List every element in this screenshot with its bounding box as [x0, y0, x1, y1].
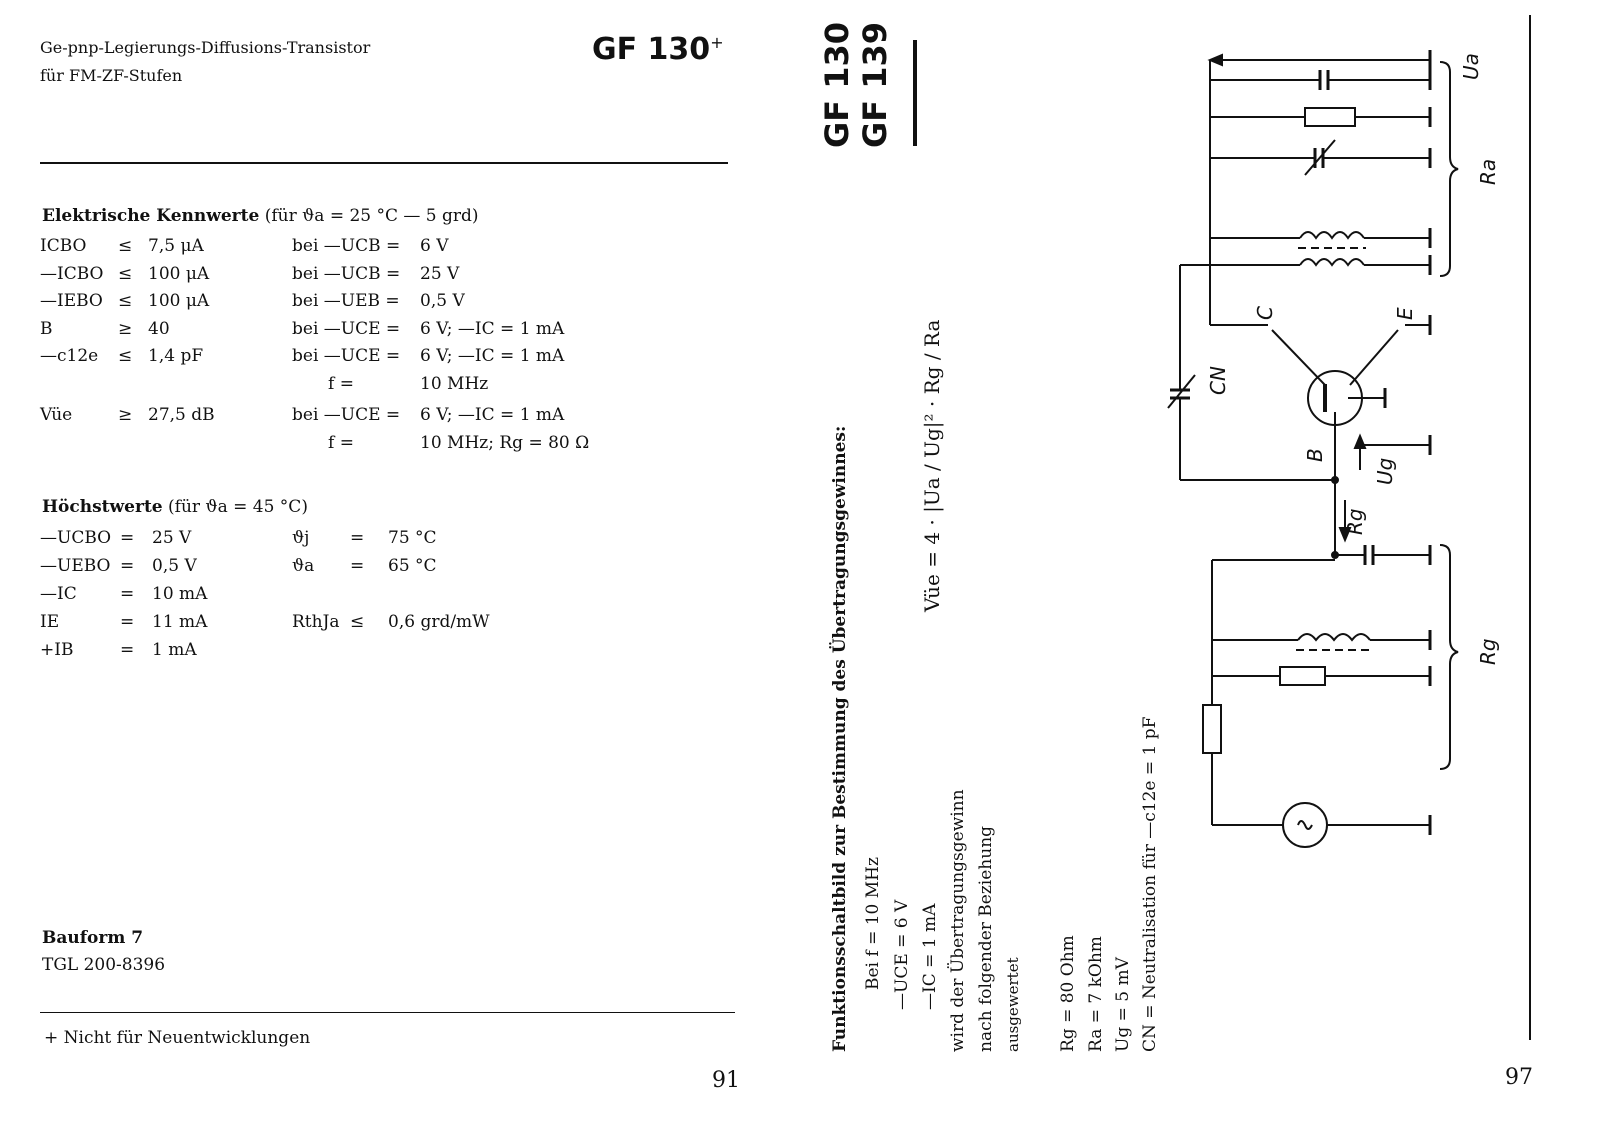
param-condition-value: 10 MHz [420, 373, 489, 394]
param-value: 1 mA [152, 640, 197, 660]
param-condition: bei —UCB = [292, 263, 401, 284]
param-operator: = [120, 612, 135, 632]
footnote-rule [40, 1012, 735, 1013]
param-operator: = [120, 556, 135, 576]
param-condition: bei —UCE = [292, 346, 401, 366]
param-condition-value: 6 V; —IC = 1 mA [420, 318, 565, 339]
param-condition-value: 6 V; —IC = 1 mA [420, 346, 565, 366]
param-name: ICBO [40, 236, 87, 256]
param-name: —UEBO [40, 556, 111, 576]
subtitle-line-1: Ge-pnp-Legierungs-Diffusions-Transistor [40, 38, 371, 57]
param-name: IE [40, 612, 60, 632]
type-mark: + [710, 33, 724, 52]
arrow-icon [1207, 53, 1223, 67]
param-operator: ≤ [118, 346, 133, 366]
param-operator: ≤ [118, 263, 133, 284]
param-operator-2: = [350, 556, 365, 576]
param-value: 100 μA [148, 291, 210, 311]
param-condition: bei —UCE = [292, 405, 401, 425]
param-operator-2: ≤ [350, 612, 365, 632]
param-condition: bei —UEB = [292, 291, 400, 311]
param-value: 40 [148, 318, 170, 339]
param-name: —c12e [40, 346, 99, 366]
param-value: 10 mA [152, 584, 208, 604]
param-operator: ≤ [118, 291, 133, 311]
param-condition: f = [328, 373, 354, 394]
param-operator: ≥ [118, 405, 133, 425]
page-number-left: 91 [712, 1068, 740, 1093]
label-b: B [1303, 448, 1327, 462]
param-name: —UCBO [40, 528, 112, 548]
param-value: 1,4 pF [148, 346, 204, 366]
param-operator: ≤ [118, 236, 133, 256]
param-value-2: 0,6 grd/mW [388, 612, 490, 632]
title-bar [913, 40, 917, 146]
label-c: C [1253, 306, 1277, 320]
label-rg: Rg [1476, 638, 1500, 665]
param-value: 25 V [152, 528, 192, 548]
param-condition: f = [328, 432, 354, 453]
inductor-icon [1299, 231, 1365, 240]
param-name: Vüe [40, 405, 73, 425]
param-name-2: RthJa [292, 612, 340, 632]
param-condition: bei —UCE = [292, 318, 401, 339]
brace-ra [1439, 61, 1459, 277]
bauform: Bauform 7 [42, 928, 144, 948]
param-condition-value: 6 V; —IC = 1 mA [420, 405, 565, 425]
maximum-heading-cond: (für ϑa = 45 °C) [168, 497, 308, 517]
page-number-right: 97 [1505, 1065, 1533, 1090]
label-rg-arrow: Rg [1343, 508, 1367, 535]
electrical-heading-cond: (für ϑa = 25 °C — 5 grd) [264, 206, 479, 226]
param-name: B [40, 318, 53, 339]
param-name-2: ϑj [292, 528, 310, 548]
type-title: GF 130+ [592, 32, 724, 67]
label-ua: Ua [1459, 53, 1483, 80]
param-value: 11 mA [152, 612, 208, 632]
resistor-icon [1304, 107, 1356, 127]
param-name: +IB [40, 640, 74, 660]
param-name-2: ϑa [292, 556, 315, 576]
tgl-standard: TGL 200-8396 [42, 955, 166, 975]
label-e: E [1393, 307, 1417, 320]
type-title-text: GF 130 [592, 32, 711, 67]
subtitle-line-2: für FM-ZF-Stufen [40, 66, 183, 85]
param-name: —IC [40, 584, 77, 604]
label-ug: Ug [1373, 458, 1397, 485]
param-value: 27,5 dB [148, 405, 215, 425]
param-operator: = [120, 528, 135, 548]
param-condition: bei —UCB = [292, 236, 401, 256]
param-operator: = [120, 584, 135, 604]
param-condition-value: 10 MHz; Rg = 80 Ω [420, 432, 590, 453]
param-operator: ≥ [118, 318, 133, 339]
param-value-2: 65 °C [388, 556, 437, 576]
electrical-heading: Elektrische Kennwerte (für ϑa = 25 °C — … [42, 206, 479, 226]
param-value-2: 75 °C [388, 528, 437, 548]
param-name: —ICBO [40, 263, 104, 284]
param-value: 0,5 V [152, 556, 197, 576]
brace-rg [1439, 544, 1459, 770]
param-operator: = [120, 640, 135, 660]
label-cn: CN [1206, 366, 1230, 395]
electrical-heading-text: Elektrische Kennwerte [42, 206, 260, 226]
maximum-heading-text: Höchstwerte [42, 497, 163, 517]
param-condition-value: 25 V [420, 263, 460, 284]
param-value: 7,5 μA [148, 236, 204, 256]
param-operator-2: = [350, 528, 365, 548]
param-condition-value: 6 V [420, 236, 449, 256]
footnote: + Nicht für Neuentwicklungen [44, 1028, 311, 1048]
param-name: —IEBO [40, 291, 103, 311]
label-ra: Ra [1476, 159, 1500, 185]
header-rule [40, 162, 728, 164]
param-value: 100 μA [148, 263, 210, 284]
param-condition-value: 0,5 V [420, 291, 465, 311]
maximum-heading: Höchstwerte (für ϑa = 45 °C) [42, 497, 308, 517]
